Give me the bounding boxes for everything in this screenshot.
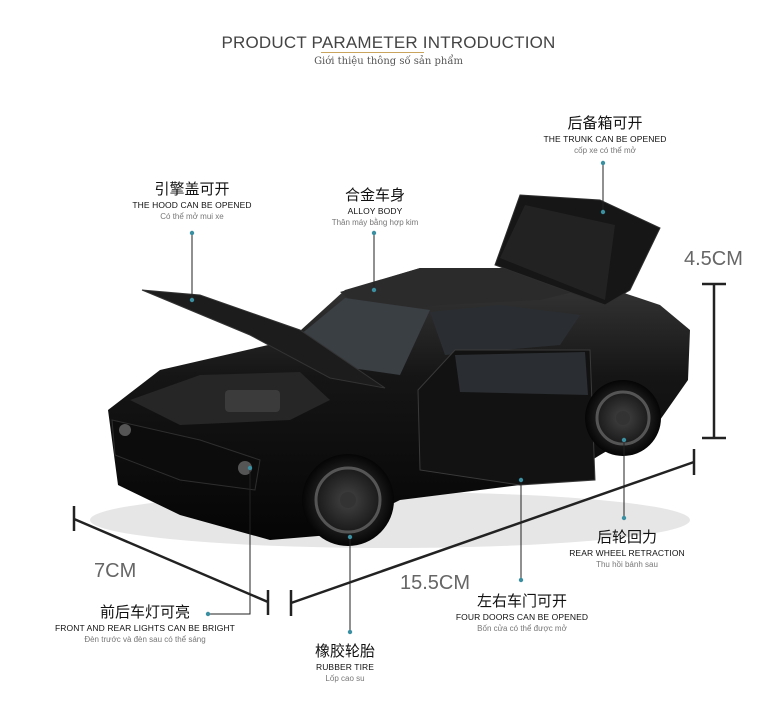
feature-rear-wheel-vi: Thu hồi bánh sau (596, 560, 658, 569)
feature-lights-vi: Đèn trước và đèn sau có thể sáng (84, 635, 206, 644)
page-title: PRODUCT PARAMETER INTRODUCTION (221, 33, 556, 52)
feature-trunk-zh: 后备箱可开 (567, 114, 643, 132)
page-subtitle: Giới thiệu thông số sản phẩm (314, 56, 463, 67)
feature-tire-vi: Lốp cao su (325, 674, 365, 683)
dimension-bars (72, 282, 726, 616)
car-rear-hub (616, 411, 630, 425)
feature-hood-vi: Có thể mở mui xe (160, 212, 224, 221)
feature-lights-en: FRONT AND REAR LIGHTS CAN BE BRIGHT (55, 623, 235, 633)
car-rear-rim (595, 390, 651, 446)
feature-hood-en: THE HOOD CAN BE OPENED (132, 200, 252, 210)
car-front-rim (314, 466, 382, 534)
feature-rear-wheel-en: REAR WHEEL RETRACTION (569, 548, 685, 558)
feature-doors-en: FOUR DOORS CAN BE OPENED (455, 612, 589, 622)
car-front-grille (111, 419, 261, 491)
car-engine-block (225, 390, 280, 412)
feature-body-vi: Thân máy bằng hợp kim (331, 218, 419, 227)
feature-tire: 橡胶轮胎 RUBBER TIRE Lốp cao su (280, 642, 410, 684)
leader-lines (191, 163, 625, 632)
feature-lights-zh: 前后车灯可亮 (99, 603, 190, 621)
car-headlight-left (119, 424, 131, 436)
car-door-window (455, 352, 588, 395)
feature-body-en: ALLOY BODY (347, 206, 403, 216)
feature-trunk: 后备箱可开 THE TRUNK CAN BE OPENED cốp xe có … (525, 114, 685, 156)
feature-lights: 前后车灯可亮 FRONT AND REAR LIGHTS CAN BE BRIG… (40, 603, 250, 645)
feature-doors-vi: Bốn cửa có thể được mở (477, 624, 567, 633)
feature-doors-zh: 左右车门可开 (476, 592, 567, 610)
feature-hood-zh: 引擎盖可开 (154, 180, 230, 198)
car-front-hub (340, 492, 356, 508)
feature-tire-zh: 橡胶轮胎 (314, 642, 375, 660)
car-roof (340, 268, 590, 315)
feature-tire-en: RUBBER TIRE (315, 662, 375, 672)
length-bar (290, 460, 695, 605)
car-open-hood (141, 289, 386, 389)
feature-rear-wheel: 后轮回力 REAR WHEEL RETRACTION Thu hồi bánh … (552, 528, 702, 570)
leader-dots (189, 160, 627, 635)
feature-hood: 引擎盖可开 THE HOOD CAN BE OPENED Có thể mở m… (112, 180, 272, 222)
car-side-window (430, 305, 580, 355)
title-accent-line (321, 52, 424, 53)
feature-trunk-vi: cốp xe có thể mở (574, 146, 636, 155)
feature-trunk-en: THE TRUNK CAN BE OPENED (543, 134, 667, 144)
car-headlight-right (238, 461, 252, 475)
dimension-width: 7CM (94, 560, 137, 582)
car-trunk-inner (500, 205, 615, 300)
dimension-length: 15.5CM (400, 572, 471, 594)
feature-rear-wheel-zh: 后轮回力 (596, 528, 657, 546)
feature-doors: 左右车门可开 FOUR DOORS CAN BE OPENED Bốn cửa … (440, 592, 604, 634)
feature-body: 合金车身 ALLOY BODY Thân máy bằng hợp kim (300, 186, 450, 228)
dimension-height: 4.5CM (684, 248, 743, 270)
width-bar (73, 517, 269, 604)
feature-body-zh: 合金车身 (344, 186, 405, 204)
car-model (108, 194, 690, 546)
leader-lights (208, 468, 251, 615)
